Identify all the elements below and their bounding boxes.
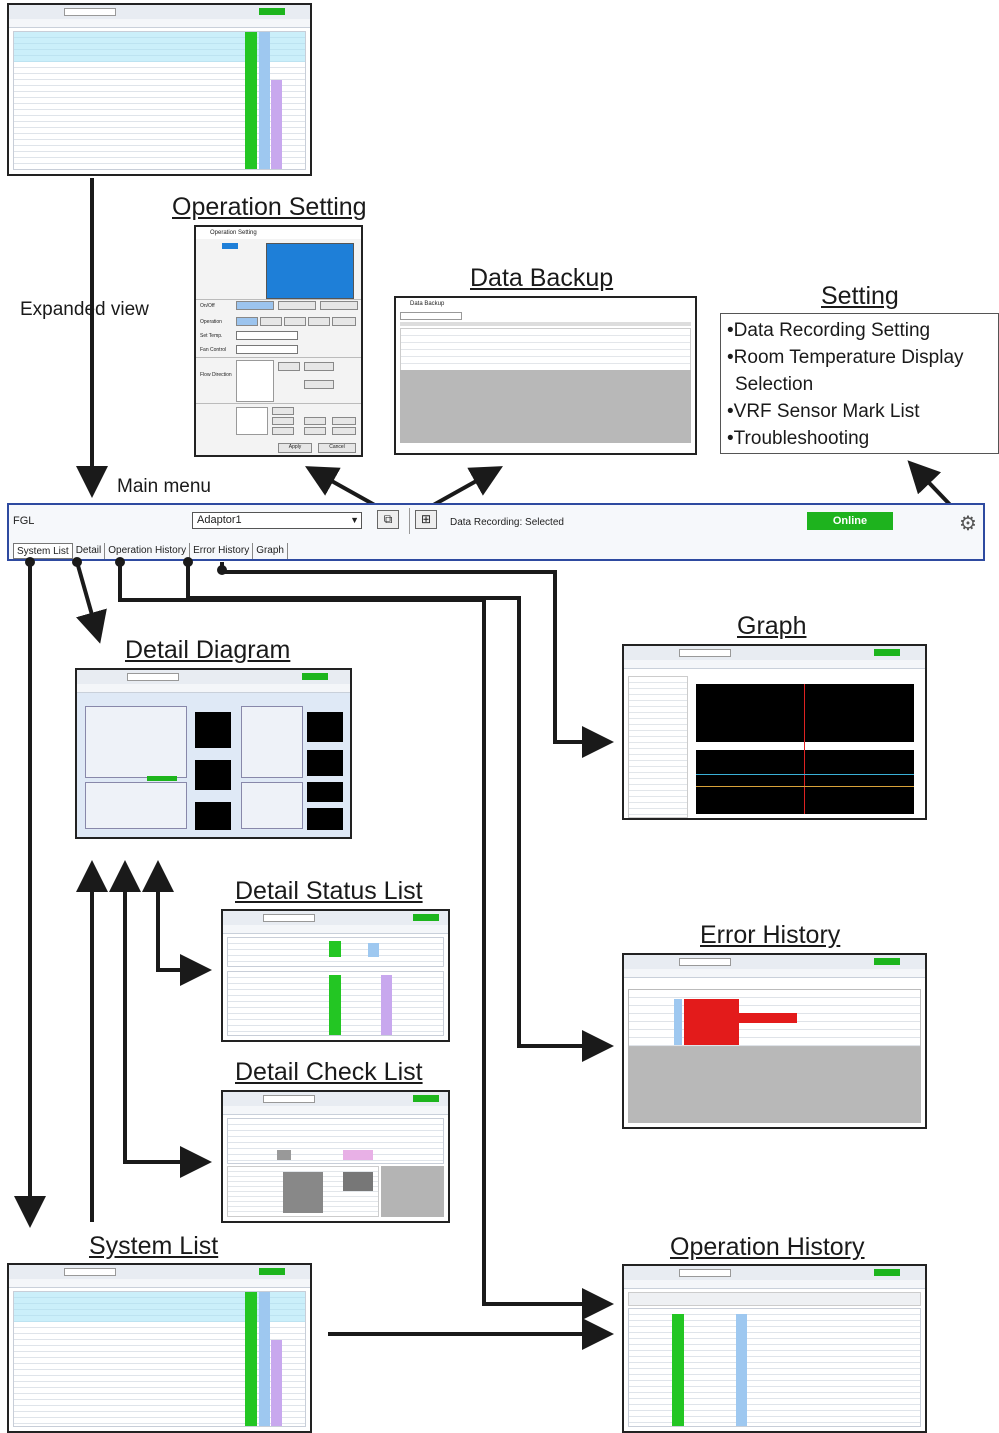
- set-temp-label: Set Temp.: [200, 333, 223, 339]
- system-list-title: System List: [89, 1232, 219, 1260]
- apply-button[interactable]: Apply: [278, 443, 312, 453]
- operation-history-screenshot: [622, 1264, 927, 1433]
- on-off-label: On/Off: [200, 303, 215, 309]
- expanded-view-label: Expanded view: [20, 299, 149, 320]
- fan-button[interactable]: [308, 317, 330, 326]
- operation-label: Operation: [200, 319, 222, 325]
- main-menu-label: Main menu: [117, 476, 211, 497]
- data-backup-icon: ⊞: [420, 512, 432, 526]
- tab-operation-history[interactable]: Operation History: [105, 543, 191, 559]
- tab-detail[interactable]: Detail: [73, 543, 106, 559]
- op-setting-arrow: [305, 466, 381, 510]
- main-tabs: System List Detail Operation History Err…: [13, 543, 288, 559]
- operation-history-title: Operation History: [670, 1233, 865, 1261]
- operation-setting-title: Operation Setting: [172, 193, 367, 221]
- setting-item-data-recording: •Data Recording Setting: [727, 320, 931, 341]
- cool-button[interactable]: [260, 317, 282, 326]
- operation-setting-dialog: Operation Setting On/Off Operation Set T…: [194, 225, 363, 457]
- cancel-button[interactable]: Cancel: [318, 443, 356, 453]
- data-backup-arrow: [427, 466, 503, 510]
- operation-setting-button[interactable]: ⧉: [377, 510, 399, 529]
- app-title: FGL: [13, 515, 35, 527]
- setting-item-vrf-sensor: •VRF Sensor Mark List: [727, 401, 920, 422]
- data-backup-button[interactable]: ⊞: [415, 510, 437, 529]
- detail-check-list-screenshot: [221, 1090, 450, 1223]
- graph-screenshot: [622, 644, 927, 820]
- detail-arrow: [75, 561, 107, 644]
- main-menu-bar: FGL Adaptor1 ▼ ⧉ ⊞ Data Recording: Selec…: [7, 503, 985, 561]
- expanded-system-list-screenshot: [7, 3, 312, 176]
- off-button[interactable]: [278, 301, 316, 310]
- data-backup-title: Data Backup: [470, 264, 614, 292]
- setting-item-room-temp-display: •Room Temperature Display: [727, 347, 964, 368]
- set-temp-select[interactable]: [236, 331, 298, 340]
- error-history-screenshot: [622, 953, 927, 1129]
- flow-direction-label: Flow Direction: [200, 372, 232, 378]
- data-backup-dialog: Data Backup: [394, 296, 697, 455]
- detail-status-list-screenshot: [221, 909, 450, 1042]
- auto-button[interactable]: [236, 317, 258, 326]
- dry-button[interactable]: [284, 317, 306, 326]
- heat-button[interactable]: [332, 317, 356, 326]
- adaptor-select[interactable]: Adaptor1 ▼: [192, 512, 362, 529]
- detail-diagram-screenshot: [75, 668, 352, 839]
- graph-title: Graph: [737, 612, 807, 640]
- tab-system-list[interactable]: System List: [13, 543, 73, 559]
- detail-check-list-title: Detail Check List: [235, 1058, 423, 1086]
- online-button[interactable]: Online: [807, 512, 893, 530]
- operation-setting-icon: ⧉: [383, 512, 393, 526]
- setting-item-room-temp-selection: Selection: [735, 374, 814, 395]
- tab-graph[interactable]: Graph: [253, 543, 288, 559]
- tab-error-history[interactable]: Error History: [190, 543, 254, 559]
- setting-item-troubleshooting: •Troubleshooting: [727, 428, 870, 449]
- error-history-arrow: [186, 562, 614, 1062]
- detail-status-list-title: Detail Status List: [235, 877, 423, 905]
- error-history-title: Error History: [700, 921, 841, 949]
- system-list-screenshot: [7, 1263, 312, 1433]
- setting-title: Setting: [821, 282, 899, 310]
- detail-diagram-title: Detail Diagram: [125, 636, 291, 664]
- on-button[interactable]: [236, 301, 274, 310]
- fan-control-select[interactable]: [236, 345, 298, 354]
- adaptor-value: Adaptor1: [197, 514, 242, 526]
- hold-button[interactable]: [320, 301, 358, 310]
- chevron-down-icon: ▼: [350, 515, 359, 525]
- gear-icon[interactable]: ⚙: [959, 513, 977, 535]
- data-recording-status: Data Recording: Selected: [450, 517, 564, 528]
- fan-control-label: Fan Control: [200, 347, 227, 353]
